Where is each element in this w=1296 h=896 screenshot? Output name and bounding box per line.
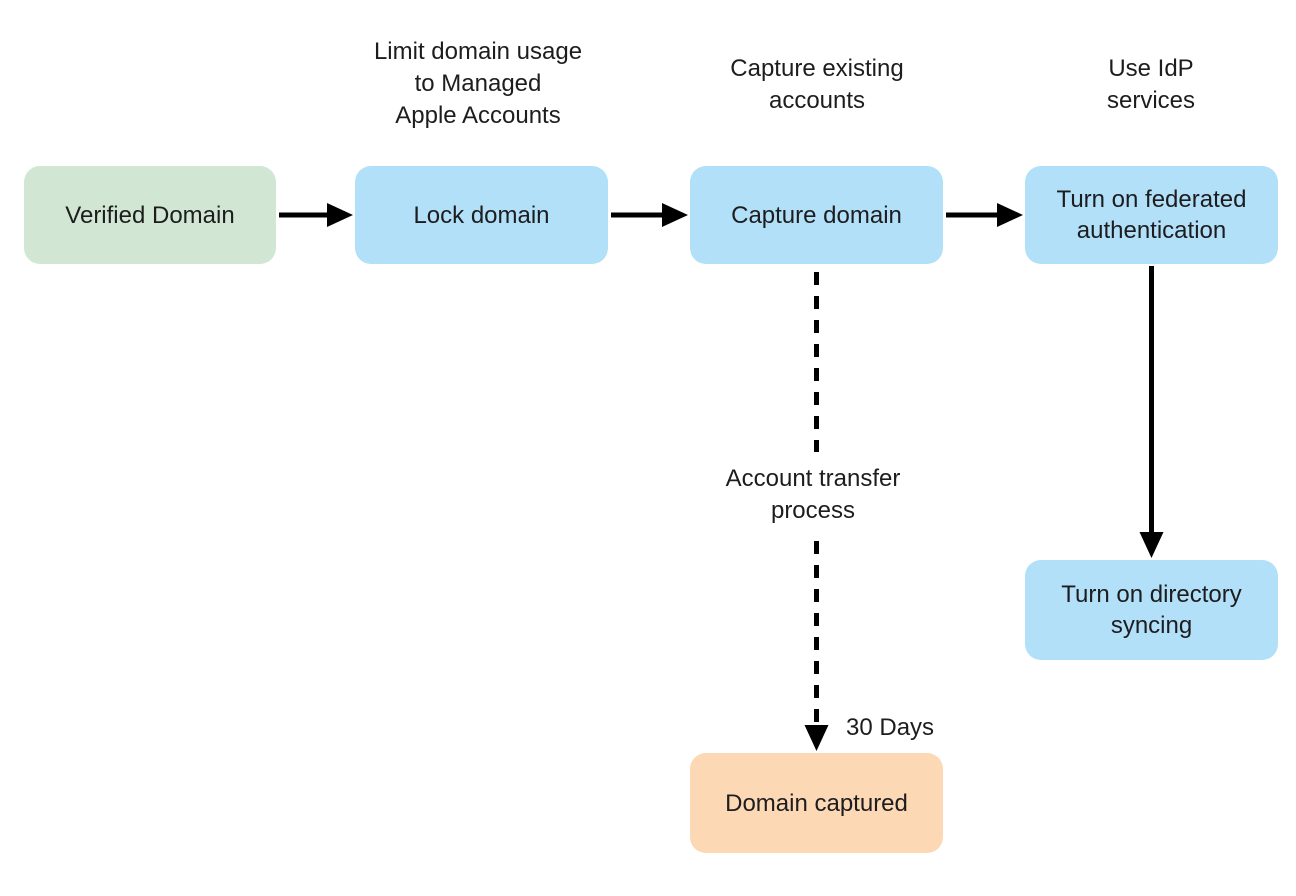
node-lock-domain: Lock domain xyxy=(355,166,608,264)
annotation-line: Use IdP xyxy=(1108,55,1194,82)
node-lock-domain-label: Lock domain xyxy=(413,201,550,229)
node-federated-authentication-label: Turn on federated authentication xyxy=(1056,186,1247,244)
node-verified-domain-label: Verified Domain xyxy=(65,201,235,229)
annotation-capture-existing-accounts: Capture existing accounts xyxy=(687,53,947,117)
node-verified-domain: Verified Domain xyxy=(24,166,276,264)
arrow-verified-to-lock xyxy=(279,203,353,227)
arrow-capture-to-federated xyxy=(946,203,1023,227)
annotation-limit-domain-usage: Limit domain usage to Managed Apple Acco… xyxy=(348,36,608,132)
annotation-line: Account transfer xyxy=(725,465,901,492)
node-federated-authentication: Turn on federated authentication xyxy=(1025,166,1278,264)
annotation-line: services xyxy=(1106,87,1196,114)
arrow-federated-to-directory xyxy=(1139,266,1164,558)
annotation-line: Limit domain usage xyxy=(373,38,583,65)
node-directory-syncing-label: Turn on directory syncing xyxy=(1061,581,1242,639)
node-domain-captured: Domain captured xyxy=(690,753,943,853)
arrow-lock-to-capture xyxy=(611,203,688,227)
annotation-line: Apple Accounts xyxy=(395,102,561,129)
node-directory-syncing: Turn on directory syncing xyxy=(1025,560,1278,660)
annotation-line: accounts xyxy=(768,87,866,114)
annotation-line: process xyxy=(770,497,856,524)
annotation-use-idp-services: Use IdP services xyxy=(1021,53,1281,117)
node-capture-domain: Capture domain xyxy=(690,166,943,264)
node-domain-captured-label: Domain captured xyxy=(725,789,908,817)
annotation-30-days: 30 Days xyxy=(846,714,935,741)
annotation-account-transfer-process: Account transfer process xyxy=(683,463,943,527)
node-capture-domain-label: Capture domain xyxy=(731,201,902,229)
annotation-line: to Managed xyxy=(414,70,542,97)
annotation-line: Capture existing xyxy=(730,55,904,82)
